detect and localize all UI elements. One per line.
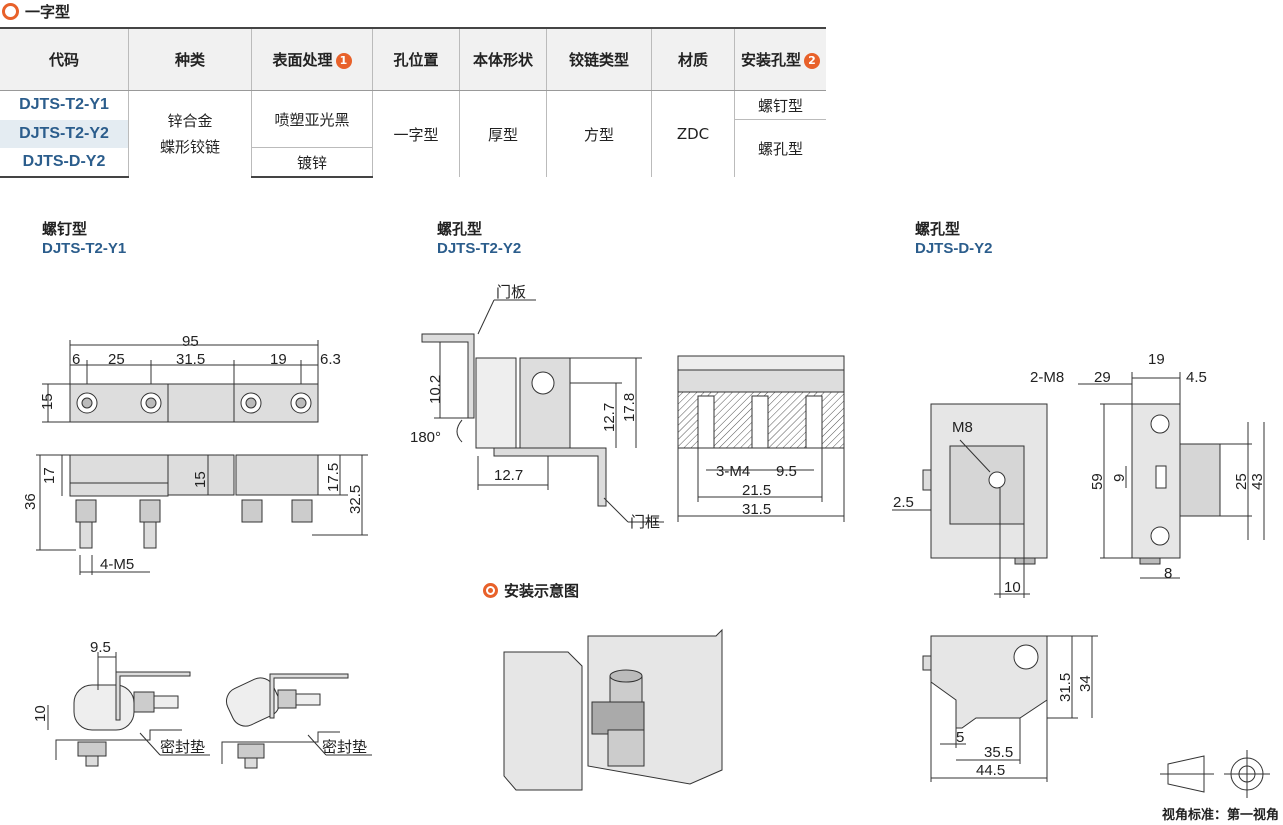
- dim-label: 34: [1077, 675, 1094, 692]
- install-diagram-title: 安装示意图: [504, 582, 580, 600]
- dim-label: 32.5: [347, 485, 364, 514]
- dim-label: 门框: [630, 514, 660, 531]
- badge-2-icon: 2: [804, 53, 820, 69]
- dim-label: 6: [72, 351, 80, 368]
- view2-side-drawing: [421, 299, 664, 523]
- section-circle-icon: [2, 2, 19, 20]
- dim-label: 31.5: [1057, 673, 1074, 702]
- dim-label: 31.5: [742, 501, 771, 518]
- dim-label: 12.7: [601, 403, 618, 432]
- view1-type: 螺钉型: [42, 220, 88, 238]
- dim-label: 9.5: [776, 463, 797, 480]
- view2-section-drawing: [677, 355, 845, 522]
- dim-label: 2-M8: [1030, 369, 1064, 386]
- dim-label: 25: [108, 351, 125, 368]
- dim-label: 43: [1249, 473, 1266, 490]
- first-angle-projection-icon: [1160, 750, 1270, 798]
- material-cell: ZDC: [651, 90, 735, 177]
- dim-label: 10: [1004, 579, 1021, 596]
- surface-cell-a: 喷塑亚光黑: [251, 90, 373, 148]
- install-illustration: [503, 628, 723, 791]
- dim-label: 17.8: [621, 393, 638, 422]
- dim-label: 21.5: [742, 482, 771, 499]
- badge-1-icon: 1: [335, 53, 352, 69]
- dim-label: 10.2: [427, 375, 444, 404]
- dim-label: 44.5: [976, 762, 1005, 779]
- th-hinge: 铰链类型: [546, 27, 652, 91]
- target-circle-icon: [483, 583, 498, 598]
- dim-label: 180°: [410, 429, 441, 446]
- code-cell: DJTS-T2-Y2: [0, 119, 129, 148]
- table-row: DJTS-T2-Y2 螺孔型: [0, 119, 826, 177]
- dimension-labels: 95 6 25 31.5 19 6.3 15 17 36 15 17.5 32.…: [22, 283, 1266, 779]
- dim-label: 密封垫: [322, 739, 367, 756]
- dim-label: 17: [41, 467, 58, 484]
- dim-label: 2.5: [893, 494, 914, 511]
- view3-bottom-drawing: [922, 635, 1098, 782]
- view1-install-drawing: [47, 652, 372, 769]
- section-title: 一字型: [25, 2, 71, 21]
- view3-front-drawing: [892, 383, 1132, 598]
- type-cell: 锌合金 蝶形铰链: [128, 90, 252, 177]
- dim-label: 4-M5: [100, 556, 134, 573]
- table-row: DJTS-T2-Y1 锌合金 蝶形铰链 喷塑亚光黑 一字型 厚型 方型 ZDC …: [0, 90, 826, 177]
- view3-side-drawing: [1100, 372, 1265, 579]
- view1-code: DJTS-T2-Y1: [42, 240, 127, 257]
- dim-label: 15: [39, 393, 56, 410]
- code-cell: DJTS-T2-Y1: [19, 96, 109, 114]
- view3-code: DJTS-D-Y2: [915, 240, 993, 257]
- body-cell: 厚型: [459, 90, 547, 177]
- dim-label: 4.5: [1186, 369, 1207, 386]
- dim-label: 25: [1233, 473, 1250, 490]
- dim-label: 19: [270, 351, 287, 368]
- th-type: 种类: [128, 27, 252, 91]
- dim-label: 17.5: [325, 463, 342, 492]
- dim-label: 15: [192, 471, 209, 488]
- dim-label: 19: [1148, 351, 1165, 368]
- th-material: 材质: [651, 27, 735, 91]
- view1-side-drawing: [36, 454, 368, 575]
- dim-label: 9.5: [90, 639, 111, 656]
- dim-label: 29: [1094, 369, 1111, 386]
- code-cell: DJTS-D-Y2: [0, 147, 129, 178]
- projection-standard-label: 视角标准：第一视角: [1161, 808, 1279, 823]
- dim-label: 59: [1089, 473, 1106, 490]
- dim-label: 31.5: [176, 351, 205, 368]
- hinge-cell: 方型: [546, 90, 652, 177]
- dim-label: 8: [1164, 565, 1172, 582]
- dim-label: 35.5: [984, 744, 1013, 761]
- mount-cell-b: 螺孔型: [734, 119, 826, 177]
- hole-cell: 一字型: [372, 90, 460, 177]
- th-body: 本体形状: [459, 27, 547, 91]
- surface-cell-b: 镀锌: [251, 147, 373, 178]
- view2-code: DJTS-T2-Y2: [437, 240, 522, 257]
- dim-label: 门板: [496, 283, 526, 301]
- table-row: DJTS-D-Y2 镀锌: [0, 147, 826, 178]
- th-code: 代码: [0, 27, 129, 91]
- dim-label: 3-M4: [716, 463, 750, 480]
- view1-top-drawing: [42, 340, 319, 423]
- view3-type: 螺孔型: [915, 220, 961, 238]
- dim-label: 9: [1111, 474, 1128, 482]
- install-diagram-header: 安装示意图: [483, 580, 579, 601]
- dim-label: M8: [952, 419, 973, 436]
- dim-label: 36: [22, 493, 39, 510]
- th-hole: 孔位置: [372, 27, 460, 91]
- dim-label: 5: [956, 729, 964, 746]
- dim-label: 密封垫: [160, 739, 205, 756]
- dim-label: 12.7: [494, 467, 523, 484]
- mount-cell-a: 螺钉型: [734, 90, 826, 120]
- section-header: 一字型: [0, 0, 70, 22]
- dim-label: 10: [32, 705, 49, 722]
- dim-label: 95: [182, 333, 199, 350]
- view2-type: 螺孔型: [437, 220, 483, 238]
- dim-label: 6.3: [320, 351, 341, 368]
